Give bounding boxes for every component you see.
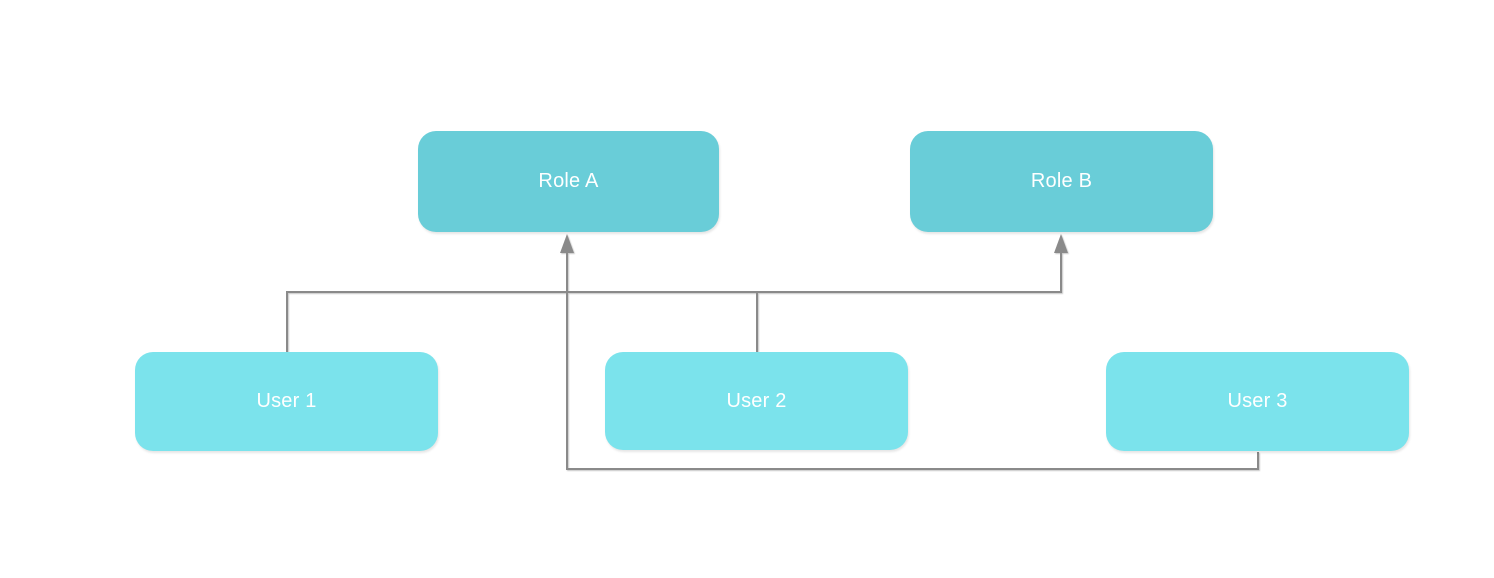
edge-user1-to-roleb (286, 252, 1062, 352)
node-user-2[interactable]: User 2 (605, 352, 908, 450)
arrowhead-at-role-a-icon (560, 234, 574, 253)
node-role-a[interactable]: Role A (418, 131, 719, 232)
edge-user3-to-rolea (566, 252, 1259, 470)
node-user-2-label: User 2 (726, 389, 787, 412)
node-user-1-label: User 1 (256, 390, 317, 412)
node-role-b-label: Role B (1030, 170, 1093, 192)
node-user-3[interactable]: User 3 (1106, 352, 1409, 451)
node-user-1[interactable]: User 1 (135, 352, 438, 451)
node-role-b[interactable]: Role B (910, 131, 1213, 232)
arrowhead-at-role-b-icon (1054, 234, 1068, 253)
node-user-3-label: User 3 (1227, 390, 1288, 412)
node-role-a-label: Role A (538, 170, 599, 192)
